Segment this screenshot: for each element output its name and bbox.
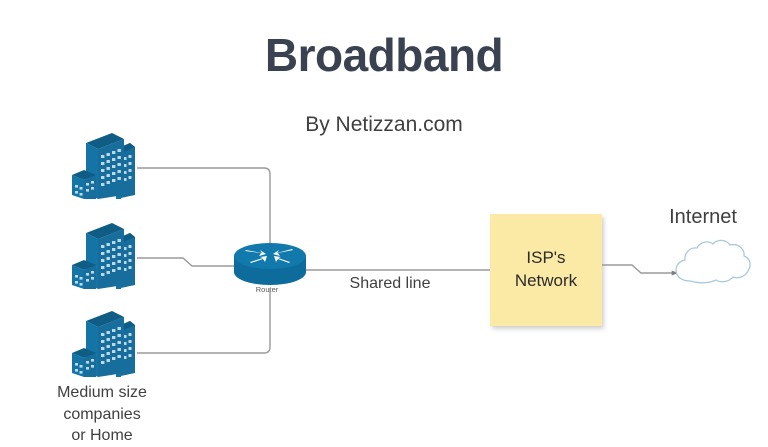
shared-line-label: Shared line bbox=[349, 275, 431, 292]
page-subtitle: By Netizzan.com bbox=[305, 113, 463, 136]
cloud-icon[interactable] bbox=[675, 239, 751, 284]
isp-label-line-1: ISP's bbox=[526, 248, 566, 268]
link-isp-to-internet bbox=[602, 264, 678, 276]
router-label: Router bbox=[255, 285, 279, 294]
link-building-middle-to-router bbox=[137, 257, 240, 267]
link-building-bottom-to-router bbox=[137, 288, 271, 354]
building-icon-bottom[interactable] bbox=[72, 311, 135, 377]
page-title: Broadband bbox=[264, 29, 504, 81]
internet-label: Internet bbox=[669, 206, 737, 228]
isp-network-label: ISP's Network bbox=[515, 247, 577, 293]
building-icon-top[interactable] bbox=[72, 133, 135, 199]
buildings-caption-line-2: companies bbox=[63, 405, 141, 423]
building-icon-middle[interactable] bbox=[72, 223, 135, 289]
buildings-caption-line-1: Medium size bbox=[57, 384, 147, 401]
buildings-caption-line-3: or Home bbox=[71, 427, 133, 445]
router-icon[interactable] bbox=[234, 243, 306, 285]
isp-network-box[interactable]: ISP's Network bbox=[490, 214, 602, 326]
isp-label-line-2: Network bbox=[514, 271, 578, 290]
buildings-caption: Medium size companies or Home bbox=[18, 382, 186, 447]
link-building-top-to-router bbox=[137, 167, 271, 256]
